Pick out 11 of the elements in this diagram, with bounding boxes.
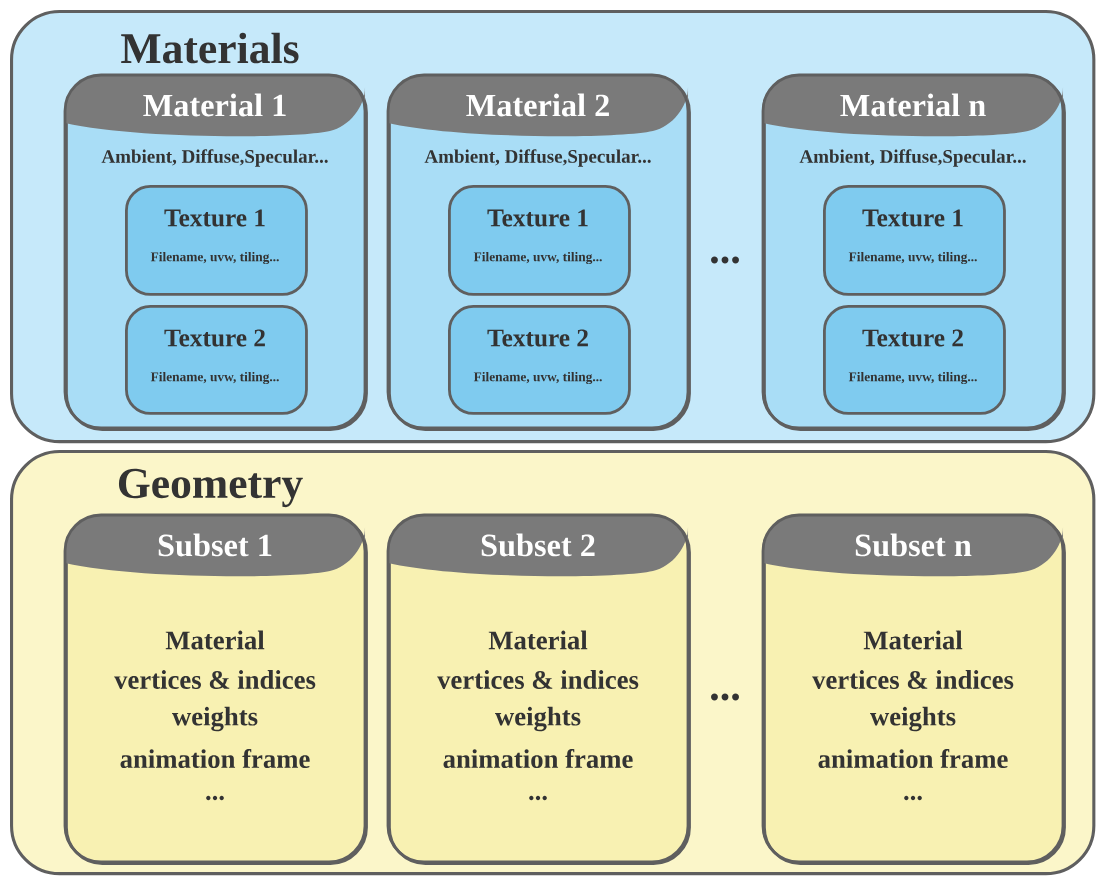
texture-box: Texture 1 Filename, uvw, tiling... [448, 185, 631, 296]
cylinder: Subset 1 Material vertices & indices weights animation frame ... [63, 513, 368, 865]
texture-box: Texture 2 Filename, uvw, tiling... [125, 305, 308, 415]
cylinder: Subset n Material vertices & indices weights animation frame ... [761, 513, 1066, 865]
ellipsis: ... [711, 693, 739, 701]
ellipsis: ... [711, 256, 739, 264]
cylinder: Subset 2 Material vertices & indices weights animation frame ... [386, 513, 691, 865]
texture-box: Texture 1 Filename, uvw, tiling... [823, 185, 1006, 296]
texture-box: Texture 2 Filename, uvw, tiling... [448, 305, 631, 415]
texture-box: Texture 2 Filename, uvw, tiling... [823, 305, 1006, 415]
texture-box: Texture 1 Filename, uvw, tiling... [125, 185, 308, 296]
